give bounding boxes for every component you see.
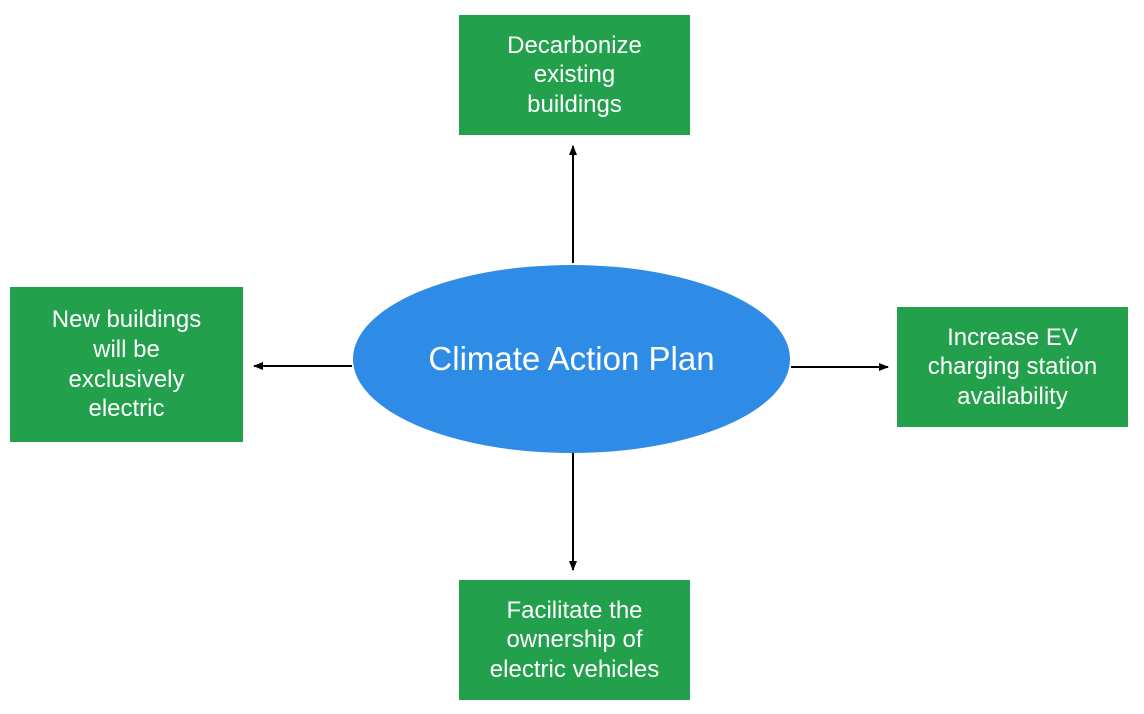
center-node-label: Climate Action Plan <box>428 340 715 377</box>
node-label: Decarbonize existing buildings <box>507 31 642 118</box>
node-decarbonize-existing-buildings: Decarbonize existing buildings <box>459 15 690 135</box>
node-label: Increase EV charging station availabilit… <box>927 323 1098 410</box>
center-node-climate-action-plan: Climate Action Plan <box>353 265 790 453</box>
node-facilitate-ev-ownership: Facilitate the ownership of electric veh… <box>459 580 690 700</box>
node-increase-ev-charging-availability: Increase EV charging station availabilit… <box>897 307 1128 427</box>
node-label: New buildings will be exclusively electr… <box>51 306 202 423</box>
node-label: Facilitate the ownership of electric veh… <box>489 596 660 683</box>
node-new-buildings-exclusively-electric: New buildings will be exclusively electr… <box>10 287 243 442</box>
